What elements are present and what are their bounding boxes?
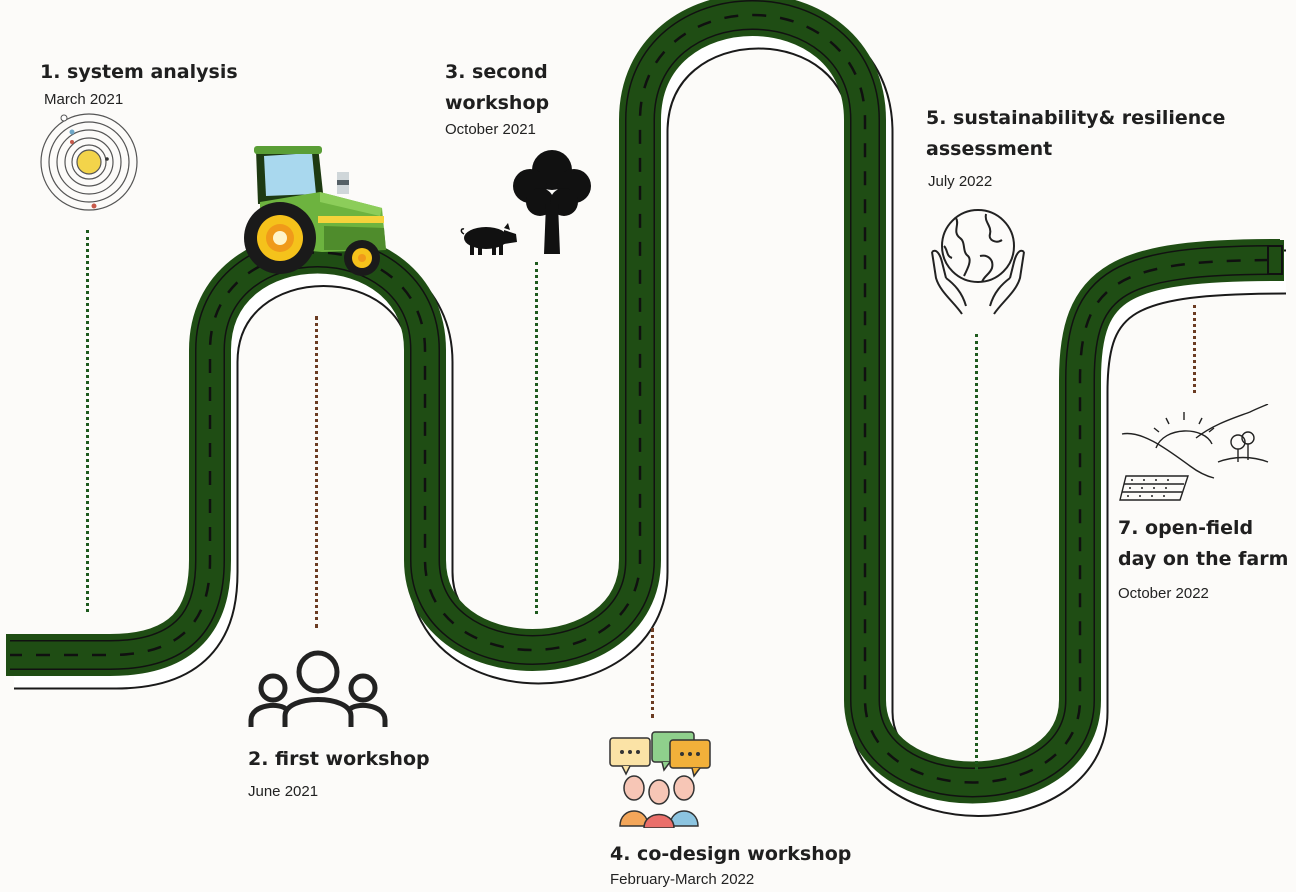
stage7-title-line2: day on the farm <box>1118 548 1289 570</box>
solar-system-icon <box>40 113 138 211</box>
stage3-date: October 2021 <box>445 121 536 138</box>
earth-in-hands-icon <box>931 209 1025 315</box>
leader-line-stage7 <box>1193 305 1196 393</box>
stage4-date: February-March 2022 <box>610 871 755 888</box>
pig-icon <box>460 223 517 255</box>
group-of-people-icon <box>248 650 388 727</box>
stage2-title: 2. first workshop <box>248 748 430 770</box>
stage1-date: March 2021 <box>44 91 124 108</box>
leader-line-stage4 <box>651 628 654 718</box>
leader-line-stage5 <box>975 334 978 770</box>
stage7-title-line1: 7. open-field <box>1118 517 1254 539</box>
stage5-title-line1: 5. sustainability& resilience <box>926 107 1226 129</box>
stage5-title-line2: assessment <box>926 138 1053 160</box>
landscape-field-sunrise-icon <box>1119 404 1269 501</box>
stage1-title: 1. system analysis <box>40 61 238 83</box>
stage2-date: June 2021 <box>248 783 319 800</box>
leader-line-stage1 <box>86 230 89 612</box>
leader-line-stage2 <box>315 316 318 628</box>
tree-icon <box>513 150 591 254</box>
stage4-title: 4. co-design workshop <box>610 843 852 865</box>
stage3-title-line2: workshop <box>445 92 550 114</box>
discussion-people-icon <box>609 731 711 828</box>
leader-line-stage3 <box>535 262 538 614</box>
stage3-title-line1: 3. second <box>445 61 548 83</box>
stage7-date: October 2022 <box>1118 585 1209 602</box>
tractor-icon <box>244 146 386 276</box>
stage5-date: July 2022 <box>928 173 993 190</box>
